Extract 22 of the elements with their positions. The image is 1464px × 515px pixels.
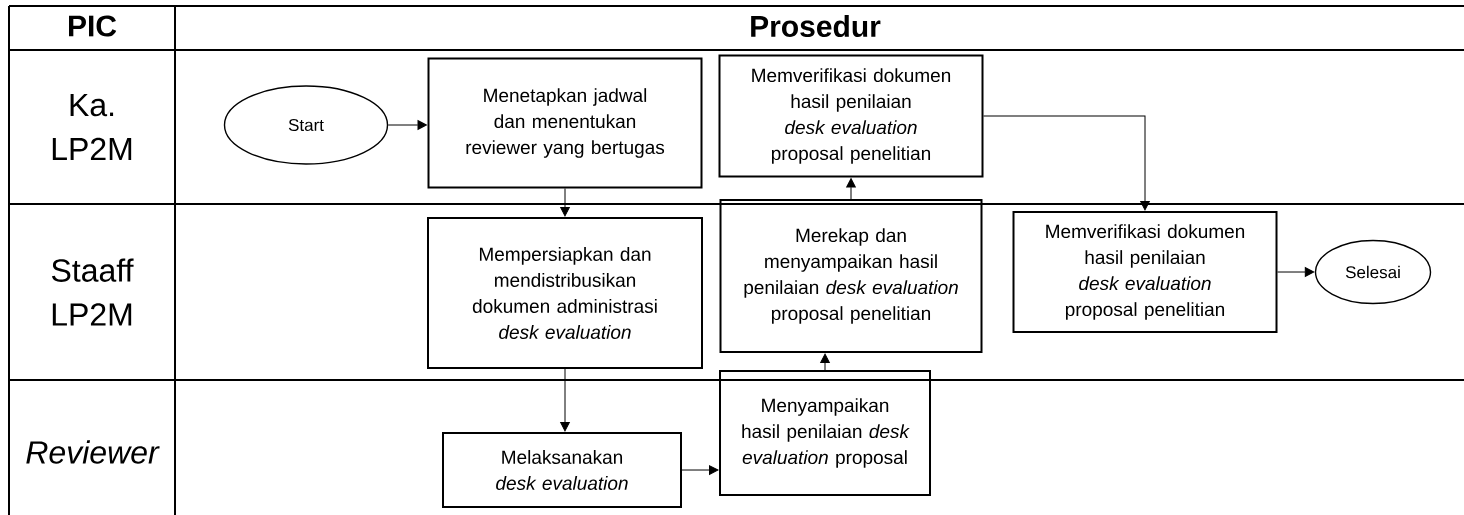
process-box: Menyampaikan hasil penilaian desk evaluation proposal <box>719 370 931 496</box>
process-box: Memverifikasi dokumen hasil penilaian desk evaluation proposal penelitian <box>718 54 984 178</box>
terminal-oval: Selesai <box>1314 239 1432 305</box>
arrow <box>681 465 719 475</box>
arrow <box>560 188 570 217</box>
terminal-oval: Start <box>223 85 389 165</box>
arrow <box>820 353 830 371</box>
process-box: Mempersiapkan dan mendistribusikan dokumen administrasi desk evaluation <box>427 217 703 369</box>
column-header: PIC <box>69 15 117 37</box>
arrow <box>1277 267 1315 277</box>
process-box: Memverifikasi dokumen hasil penilaian desk evaluation proposal penelitian <box>1012 211 1278 333</box>
arrow <box>560 368 570 432</box>
lane-label: Ka. LP2M <box>52 94 132 160</box>
arrow <box>983 115 1150 211</box>
lane-label: Staaff LP2M <box>51 258 134 326</box>
process-box: Merekap dan menyampaikan hasil penilaian desk evaluation proposal penelitian <box>719 199 983 353</box>
arrow <box>387 120 427 130</box>
process-box: Menetapkan jadwal dan menentukan reviewer yang bertugas <box>427 57 703 189</box>
arrow <box>846 178 856 200</box>
lane-label: Reviewer <box>26 440 160 464</box>
process-box: Melaksanakan desk evaluation <box>442 432 682 508</box>
column-header: Prosedur <box>751 15 881 37</box>
